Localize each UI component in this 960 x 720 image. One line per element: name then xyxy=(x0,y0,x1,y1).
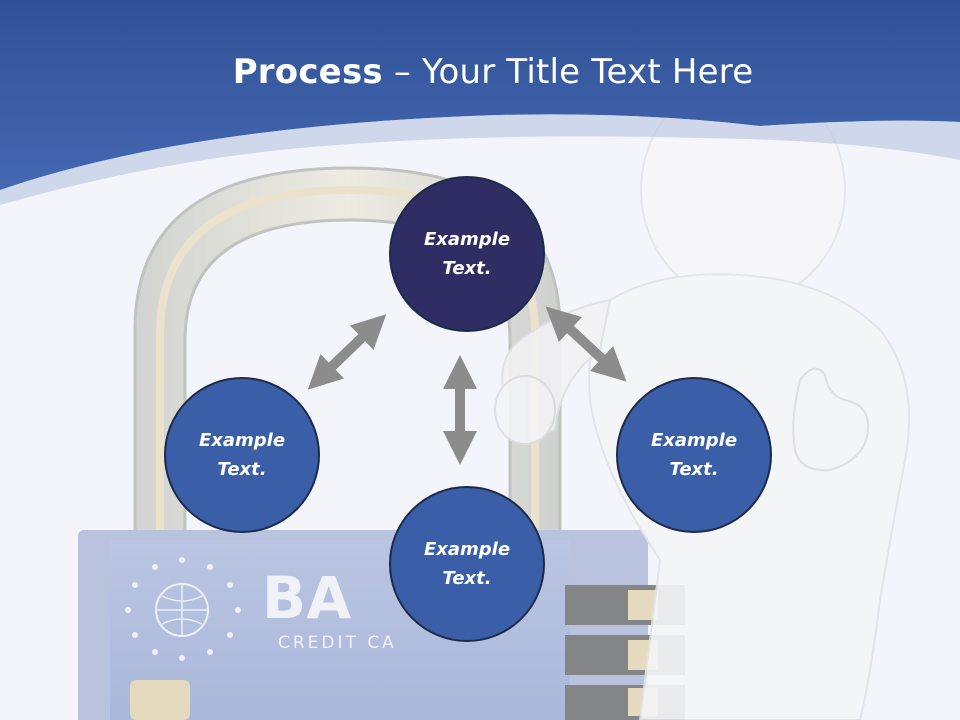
svg-text:BA: BA xyxy=(262,564,351,632)
node-left-label: Example Text. xyxy=(198,430,286,480)
node-bottom[interactable]: Example Text. xyxy=(389,486,545,642)
svg-text:CREDIT CA: CREDIT CA xyxy=(278,633,397,653)
node-top[interactable]: Example Text. xyxy=(389,176,545,332)
slide-title: Process – Your Title Text Here xyxy=(0,52,960,92)
node-top-label: Example Text. xyxy=(423,229,511,279)
node-right-label: Example Text. xyxy=(650,430,738,480)
arrow-top-left xyxy=(307,314,387,390)
arrow-top-right xyxy=(545,306,627,382)
node-left[interactable]: Example Text. xyxy=(164,377,320,533)
title-rest: – Your Title Text Here xyxy=(382,52,754,92)
node-bottom-label: Example Text. xyxy=(423,539,511,589)
node-right[interactable]: Example Text. xyxy=(616,377,772,533)
title-bold: Process xyxy=(232,52,383,92)
